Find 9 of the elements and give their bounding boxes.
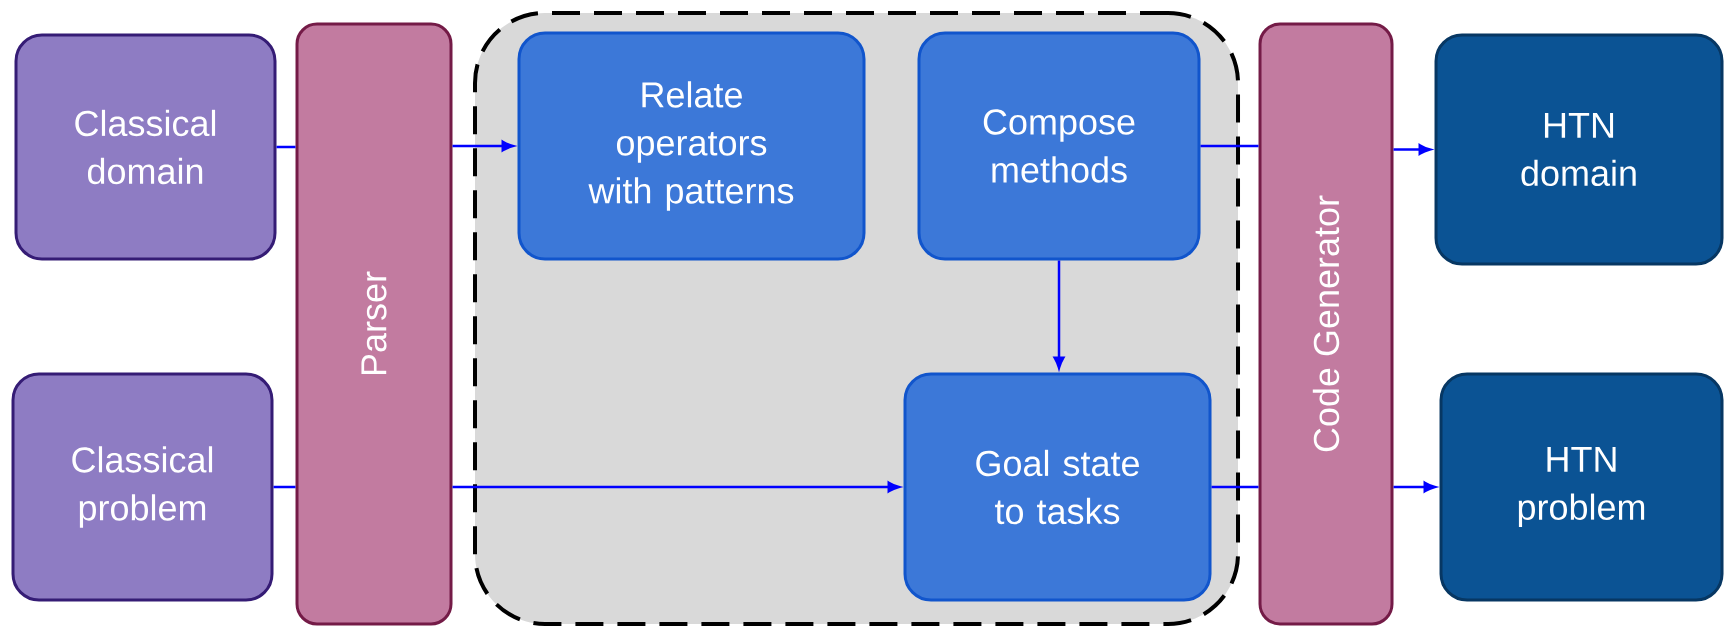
output-box: HTN problem	[1439, 372, 1724, 602]
output-box: HTN domain	[1434, 33, 1724, 266]
process-box: Goal state to tasks	[903, 372, 1212, 602]
process-box: Relate operators with patterns	[517, 31, 866, 261]
input-box: Classical problem	[11, 372, 274, 602]
component-bar: Code Generator	[1258, 22, 1394, 626]
process-box: Compose methods	[917, 31, 1201, 261]
component-bar: Parser	[295, 22, 453, 626]
input-box: Classical domain	[14, 33, 277, 261]
